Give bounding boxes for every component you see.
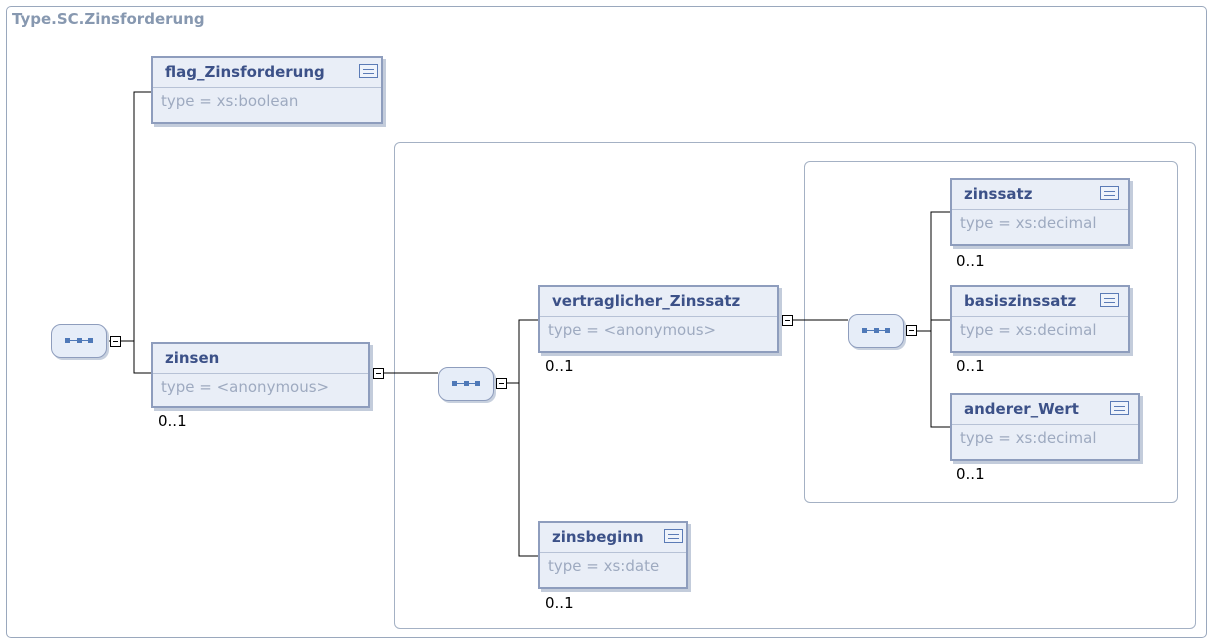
element-flag-zinsforderung[interactable]: flag_Zinsforderung type = xs:boolean <box>151 56 383 124</box>
zinsen-sequence-icon[interactable] <box>438 367 494 401</box>
element-name: zinssatz <box>964 185 1033 203</box>
element-basiszinssatz[interactable]: basiszinssatz type = xs:decimal <box>950 285 1130 353</box>
element-name: anderer_Wert <box>964 400 1079 418</box>
diagram-title: Type.SC.Zinsforderung <box>12 10 205 28</box>
documentation-icon[interactable] <box>1100 186 1119 200</box>
element-zinsen[interactable]: zinsen type = <anonymous> <box>151 342 370 408</box>
basiszinssatz-cardinality: 0..1 <box>956 357 985 375</box>
documentation-icon[interactable] <box>359 64 378 78</box>
vertraglicher-zinssatz-cardinality: 0..1 <box>545 357 574 375</box>
zinsbeginn-cardinality: 0..1 <box>545 594 574 612</box>
inner-sequence-collapse-icon[interactable] <box>906 325 917 336</box>
element-zinssatz[interactable]: zinssatz type = xs:decimal <box>950 178 1130 246</box>
element-name: vertraglicher_Zinssatz <box>552 292 741 310</box>
documentation-icon[interactable] <box>1110 401 1129 415</box>
vertraglicher-zinssatz-collapse-icon[interactable] <box>782 315 793 326</box>
documentation-icon[interactable] <box>1100 293 1119 307</box>
element-type: type = xs:decimal <box>960 214 1097 232</box>
element-type: type = xs:decimal <box>960 429 1097 447</box>
diagram-frame <box>6 6 1207 638</box>
anderer-wert-cardinality: 0..1 <box>956 465 985 483</box>
element-name: zinsbeginn <box>552 528 644 546</box>
element-name: zinsen <box>165 349 220 367</box>
root-sequence-icon[interactable] <box>51 324 107 358</box>
zinsen-cardinality: 0..1 <box>158 412 187 430</box>
element-zinsbeginn[interactable]: zinsbeginn type = xs:date <box>538 521 688 589</box>
zinssatz-cardinality: 0..1 <box>956 252 985 270</box>
element-anderer-wert[interactable]: anderer_Wert type = xs:decimal <box>950 393 1140 461</box>
element-type: type = xs:date <box>548 557 660 575</box>
zinsen-collapse-icon[interactable] <box>373 368 384 379</box>
vertraglicher-zinssatz-sequence-icon[interactable] <box>848 314 904 348</box>
element-type: type = <anonymous> <box>161 378 330 396</box>
element-type: type = <anonymous> <box>548 321 717 339</box>
element-vertraglicher-zinssatz[interactable]: vertraglicher_Zinssatz type = <anonymous… <box>538 285 779 353</box>
documentation-icon[interactable] <box>664 529 683 543</box>
element-name: flag_Zinsforderung <box>165 63 325 81</box>
element-name: basiszinssatz <box>964 292 1077 310</box>
root-collapse-icon[interactable] <box>110 336 121 347</box>
element-type: type = xs:boolean <box>161 92 299 110</box>
element-type: type = xs:decimal <box>960 321 1097 339</box>
zinsen-sequence-collapse-icon[interactable] <box>496 378 507 389</box>
